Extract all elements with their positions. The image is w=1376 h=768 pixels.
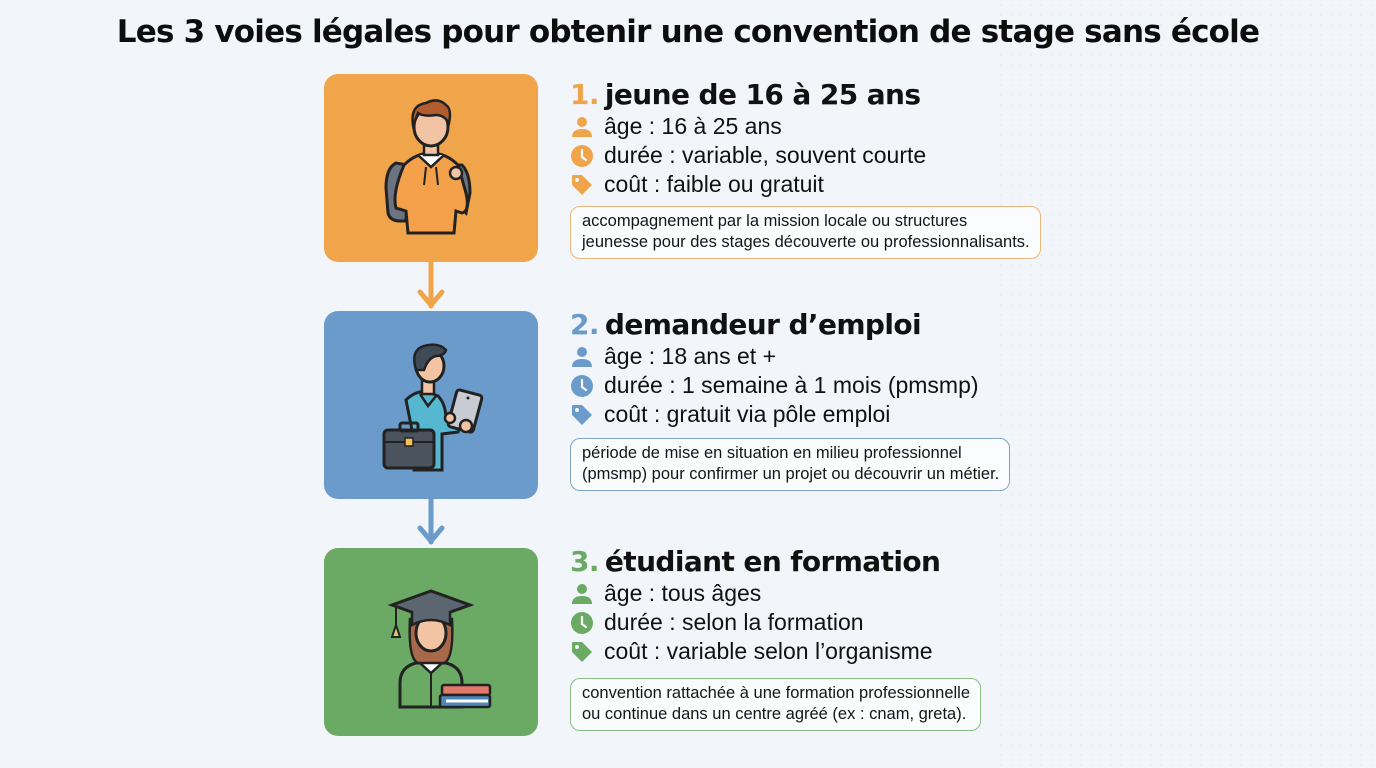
clock-icon: [570, 144, 594, 168]
detail-text: durée : variable, souvent courte: [604, 142, 927, 168]
step-title: jeune de 16 à 25 ans: [604, 78, 921, 111]
graduate-with-books-icon: [387, 589, 492, 709]
price-tag-icon: [570, 173, 594, 197]
detail-cost: coût : gratuit via pôle emploi: [570, 400, 979, 429]
step-3-info: 3.étudiant en formation âge : tous âges …: [570, 545, 941, 666]
detail-text: coût : variable selon l’organisme: [604, 638, 933, 664]
step-2-heading: 2.demandeur d’emploi: [570, 308, 979, 342]
step-number: 2.: [570, 308, 600, 341]
detail-duration: durée : selon la formation: [570, 608, 940, 637]
connector-arrow-2: [417, 491, 445, 546]
price-tag-icon: [570, 640, 594, 664]
step-2-illustration-card: [324, 311, 538, 499]
detail-age: âge : tous âges: [570, 579, 940, 608]
step-3-illustration-card: [324, 548, 538, 736]
step-1-heading: 1.jeune de 16 à 25 ans: [570, 78, 926, 112]
step-1-illustration-card: [324, 74, 538, 262]
page-title: Les 3 voies légales pour obtenir une con…: [116, 14, 1260, 50]
detail-text: durée : 1 semaine à 1 mois (pmsmp): [604, 372, 979, 398]
clock-icon: [570, 374, 594, 398]
step-2-info: 2.demandeur d’emploi âge : 18 ans et + d…: [570, 308, 979, 429]
detail-age: âge : 16 à 25 ans: [570, 112, 926, 141]
detail-text: durée : selon la formation: [604, 609, 864, 635]
price-tag-icon: [570, 403, 594, 427]
person-icon: [570, 345, 594, 369]
detail-cost: coût : variable selon l’organisme: [570, 637, 940, 666]
step-title: demandeur d’emploi: [604, 308, 922, 341]
step-1-note: accompagnement par la mission locale ou …: [570, 206, 1041, 259]
step-number: 3.: [570, 545, 600, 578]
detail-age: âge : 18 ans et +: [570, 342, 979, 371]
step-2-note: période de mise en situation en milieu p…: [570, 438, 1011, 491]
step-3-heading: 3.étudiant en formation: [570, 545, 941, 579]
detail-text: âge : 18 ans et +: [604, 343, 776, 369]
clock-icon: [570, 611, 594, 635]
step-3-note: convention rattachée à une formation pro…: [570, 678, 981, 731]
detail-cost: coût : faible ou gratuit: [570, 170, 926, 199]
background-dot-pattern: [996, 0, 1376, 768]
step-number: 1.: [570, 78, 600, 111]
note-line: ou continue dans un centre agréé (ex : c…: [582, 705, 967, 723]
note-line: accompagnement par la mission locale ou …: [582, 212, 968, 230]
detail-text: âge : 16 à 25 ans: [604, 113, 782, 139]
note-line: jeunesse pour des stages découverte ou p…: [582, 233, 1030, 251]
job-seeker-with-briefcase-tablet-icon: [382, 343, 484, 472]
detail-text: coût : faible ou gratuit: [604, 171, 824, 197]
detail-text: âge : tous âges: [604, 580, 762, 606]
note-line: convention rattachée à une formation pro…: [582, 684, 970, 702]
step-1-info: 1.jeune de 16 à 25 ans âge : 16 à 25 ans…: [570, 78, 926, 199]
note-line: (pmsmp) pour confirmer un projet ou déco…: [582, 465, 1000, 483]
step-title: étudiant en formation: [604, 545, 941, 578]
detail-text: coût : gratuit via pôle emploi: [604, 401, 891, 427]
arrow-down-icon: [417, 491, 445, 545]
arrow-down-icon: [417, 255, 445, 309]
student-with-backpack-icon: [384, 99, 472, 235]
person-icon: [570, 582, 594, 606]
note-line: période de mise en situation en milieu p…: [582, 444, 962, 462]
person-icon: [570, 115, 594, 139]
connector-arrow-1: [417, 255, 445, 310]
detail-duration: durée : 1 semaine à 1 mois (pmsmp): [570, 371, 979, 400]
detail-duration: durée : variable, souvent courte: [570, 141, 926, 170]
